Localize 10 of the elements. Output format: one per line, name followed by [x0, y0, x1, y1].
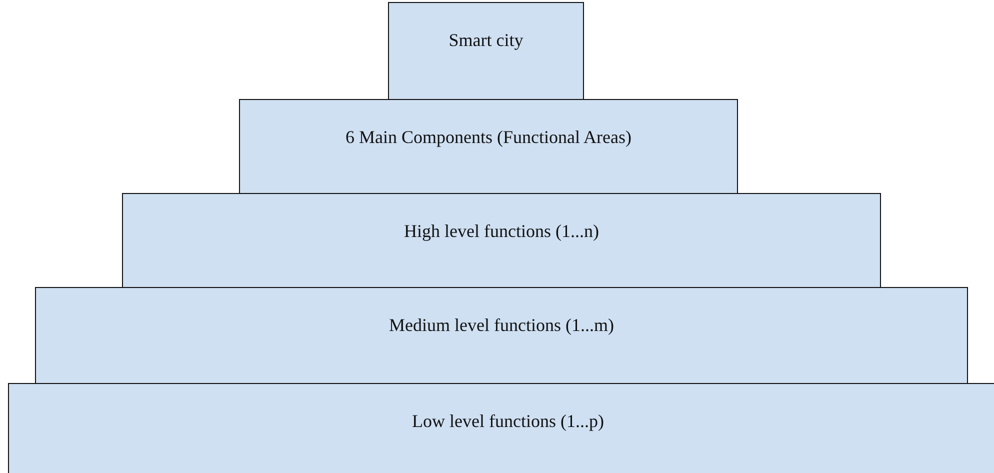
pyramid-level-box [388, 2, 584, 101]
pyramid-level-box [239, 99, 738, 194]
level-label: Medium level functions (1...m) [389, 315, 614, 336]
pyramid-level-box [35, 287, 968, 384]
pyramid-level-box [122, 193, 881, 288]
level-label: Low level functions (1...p) [412, 411, 604, 432]
level-label: High level functions (1...n) [404, 221, 599, 242]
level-label: Smart city [448, 30, 524, 51]
pyramid-level-box [8, 383, 994, 473]
level-label: 6 Main Components (Functional Areas) [346, 127, 632, 148]
